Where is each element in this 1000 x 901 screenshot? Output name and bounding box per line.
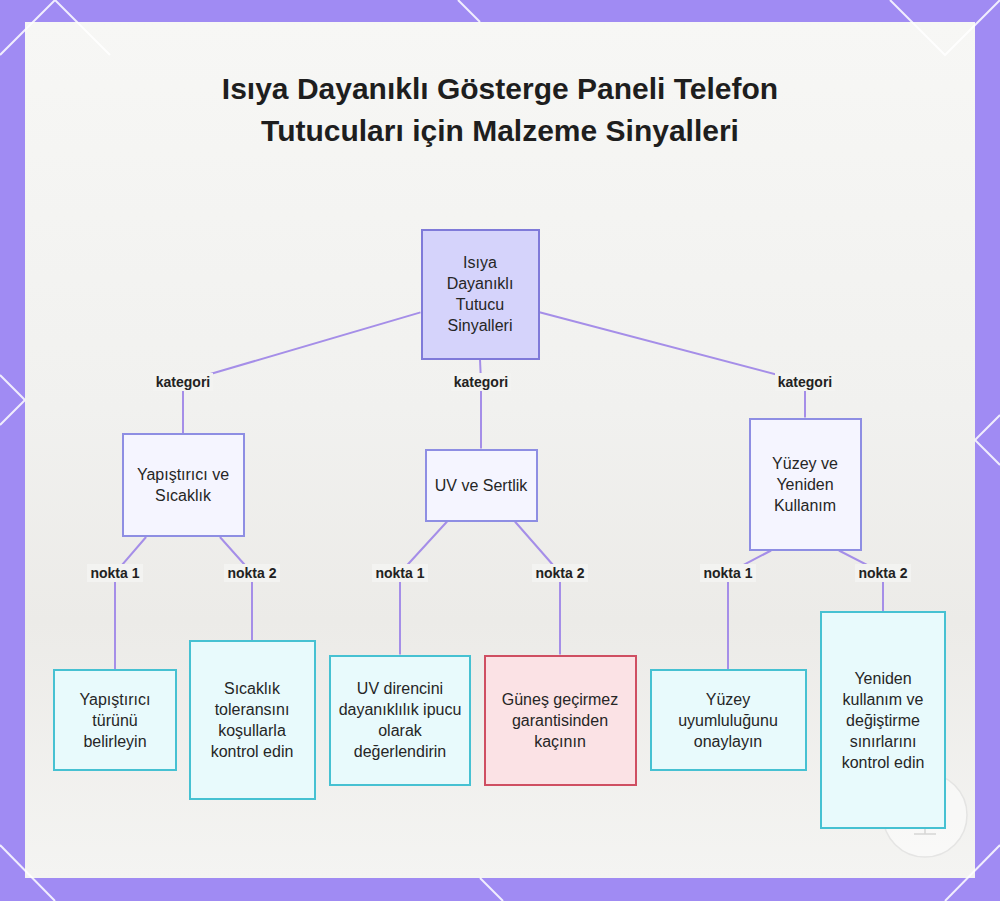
point-box: Sıcaklık toleransını koşullarla kontrol … [189, 640, 316, 800]
node-text: Güneş geçirmez garantisinden kaçının [492, 689, 629, 752]
point-box: Yüzey uyumluluğunu onaylayın [650, 669, 807, 771]
edge-label: nokta 2 [532, 564, 587, 582]
edge-label: kategori [775, 373, 835, 391]
connector [183, 312, 421, 433]
connector [115, 537, 146, 669]
point-box: Yapıştırıcı türünü belirleyin [53, 669, 177, 771]
edge-label: nokta 1 [372, 564, 427, 582]
root-box: Isıya Dayanıklı Tutucu Sinyalleri [421, 229, 540, 360]
edge-label: nokta 1 [87, 564, 142, 582]
node-text: UV direncini dayanıklılık ipucu olarak d… [337, 678, 463, 762]
connector [540, 312, 806, 417]
edge-label: kategori [451, 373, 511, 391]
edge-label: kategori [153, 373, 213, 391]
connector [400, 522, 447, 655]
node-text: Yapıştırıcı ve Sıcaklık [130, 464, 237, 506]
warning-box: Güneş geçirmez garantisinden kaçının [484, 655, 637, 786]
edge-label: nokta 1 [700, 564, 755, 582]
point-box: Yeniden kullanım ve değiştirme sınırları… [820, 611, 946, 829]
edge-label: nokta 2 [224, 564, 279, 582]
diagram-title: Isıya Dayanıklı Gösterge Paneli Telefon … [210, 68, 790, 152]
node-text: UV ve Sertlik [435, 475, 527, 496]
edge-label: nokta 2 [855, 564, 910, 582]
category-box: Yüzey ve Yeniden Kullanım [749, 418, 862, 551]
node-text: Yeniden kullanım ve değiştirme sınırları… [828, 668, 938, 773]
category-box: UV ve Sertlik [425, 449, 538, 522]
connector [515, 522, 560, 655]
node-text: Yüzey uyumluluğunu onaylayın [658, 689, 799, 752]
node-text: Sıcaklık toleransını koşullarla kontrol … [197, 678, 308, 762]
point-box: UV direncini dayanıklılık ipucu olarak d… [329, 655, 471, 786]
category-box: Yapıştırıcı ve Sıcaklık [122, 433, 245, 537]
node-text: Isıya Dayanıklı Tutucu Sinyalleri [429, 252, 532, 336]
connector [220, 537, 252, 640]
node-text: Yapıştırıcı türünü belirleyin [61, 689, 169, 752]
node-text: Yüzey ve Yeniden Kullanım [757, 453, 854, 516]
